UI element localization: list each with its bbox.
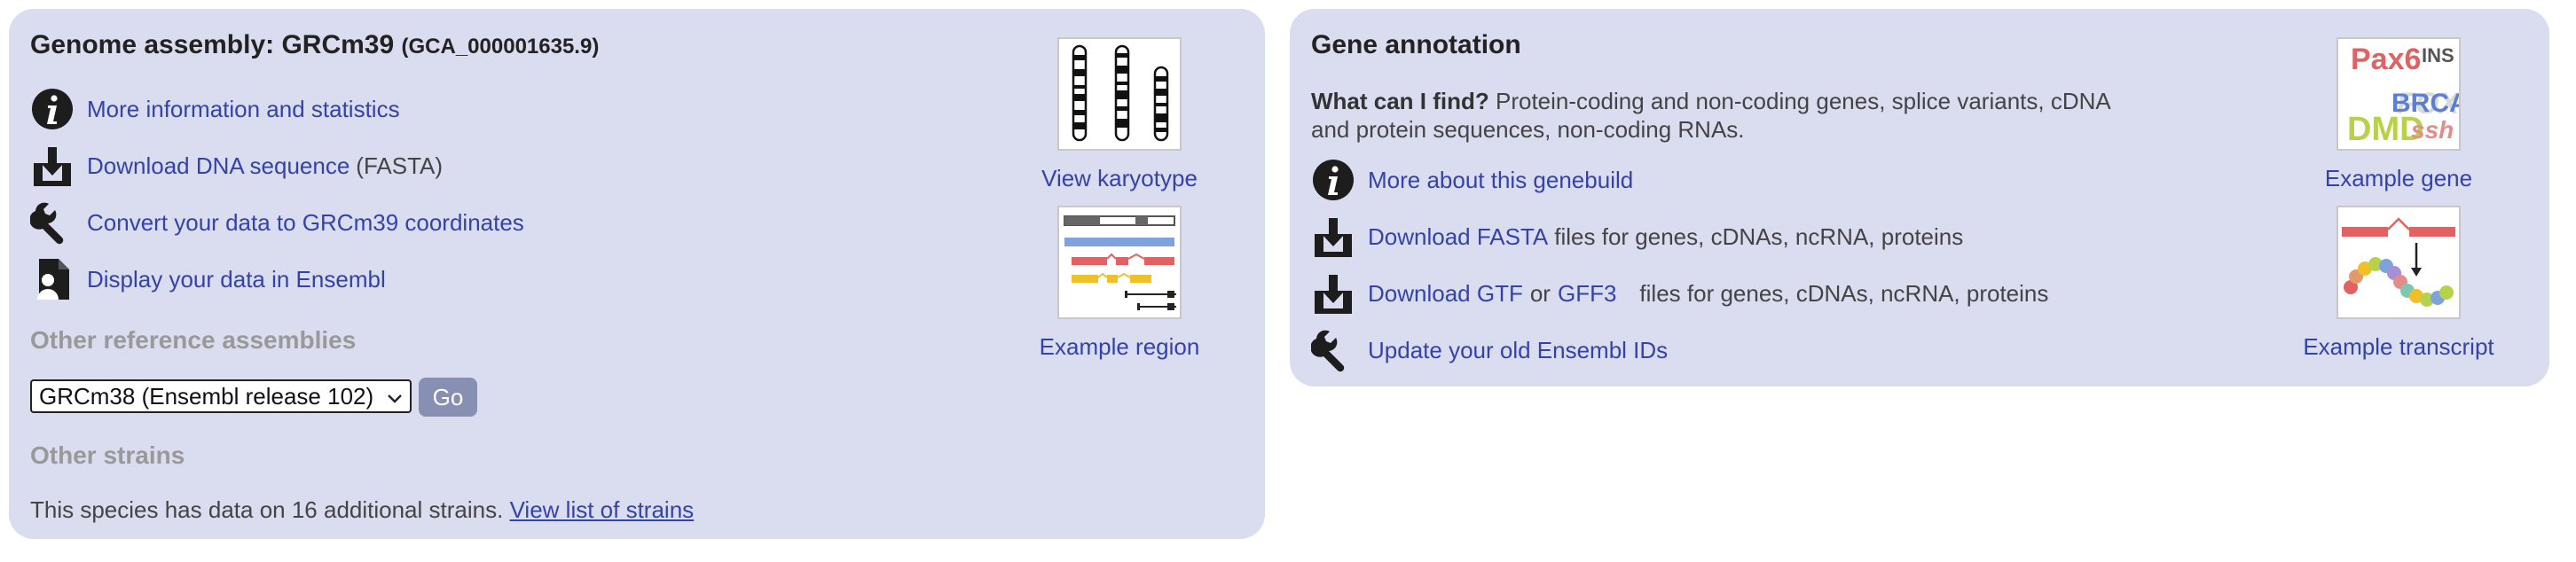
download-dna-link[interactable]: Download DNA sequence bbox=[87, 152, 350, 179]
more-genebuild-row[interactable]: More about this genebuild bbox=[1311, 158, 1633, 202]
more-info-row[interactable]: More information and statistics bbox=[30, 87, 400, 131]
transcript-thumbnail[interactable] bbox=[2336, 206, 2461, 319]
more-info-link[interactable]: More information and statistics bbox=[87, 95, 400, 122]
download-gff3-link[interactable]: GFF3 bbox=[1557, 279, 1617, 307]
download-dna-row[interactable]: Download DNA sequence (FASTA) bbox=[30, 144, 443, 188]
download-fasta-link[interactable]: Download FASTA bbox=[1368, 222, 1549, 250]
annotation-title: Gene annotation bbox=[1311, 30, 1521, 59]
download-gtf-row[interactable]: Download GTF or GFF3 files for genes, cD… bbox=[1311, 271, 2048, 316]
genome-assembly-panel: Genome assembly: GRCm39 (GCA_000001635.9… bbox=[9, 9, 1265, 539]
karyotype-caption[interactable]: View karyotype bbox=[1041, 165, 1198, 191]
gene-annotation-panel: Gene annotation What can I find? Protein… bbox=[1290, 9, 2549, 386]
assembly-title: Genome assembly: GRCm39 (GCA_000001635.9… bbox=[30, 30, 599, 60]
download-icon bbox=[1311, 215, 1355, 259]
gene-word-brca2: BRCA2 bbox=[2391, 89, 2459, 118]
or-text: or bbox=[1529, 279, 1551, 307]
other-strains-heading: Other strains bbox=[30, 441, 185, 469]
what-can-i-find: What can I find? Protein-coding and non-… bbox=[1311, 87, 2154, 144]
convert-coordinates-link[interactable]: Convert your data to GRCm39 coordinates bbox=[87, 208, 524, 236]
transcript-caption[interactable]: Example transcript bbox=[2303, 333, 2494, 360]
strains-description: This species has data on 16 additional s… bbox=[30, 496, 504, 523]
update-ids-link[interactable]: Update your old Ensembl IDs bbox=[1368, 336, 1669, 363]
download-fasta-row[interactable]: Download FASTA files for genes, cDNAs, n… bbox=[1311, 215, 1963, 259]
display-data-row[interactable]: Display your data in Ensembl bbox=[30, 257, 386, 301]
region-thumbnail[interactable] bbox=[1057, 206, 1182, 319]
user-document-icon bbox=[30, 257, 75, 301]
gene-word-dmd: DMD bbox=[2347, 111, 2424, 148]
go-button[interactable]: Go bbox=[419, 378, 477, 417]
download-icon bbox=[1311, 271, 1355, 316]
other-reference-heading: Other reference assemblies bbox=[30, 326, 357, 354]
download-dna-format: (FASTA) bbox=[356, 152, 444, 179]
gene-word-ssh: ssh bbox=[2411, 116, 2454, 144]
assembly-title-text: Genome assembly: GRCm39 bbox=[30, 30, 395, 59]
karyotype-thumbnail[interactable] bbox=[1057, 37, 1182, 151]
region-caption[interactable]: Example region bbox=[1039, 333, 1200, 360]
update-ids-row[interactable]: Update your old Ensembl IDs bbox=[1311, 328, 1668, 372]
assembly-accession: (GCA_000001635.9) bbox=[401, 35, 600, 59]
download-gtf-suffix: files for genes, cDNAs, ncRNA, proteins bbox=[1639, 279, 2049, 307]
what-text: Protein-coding and non-coding genes, spl… bbox=[1311, 88, 2110, 143]
download-fasta-suffix: files for genes, cDNAs, ncRNA, proteins bbox=[1554, 222, 1964, 250]
assembly-select[interactable]: GRCm38 (Ensembl release 102) bbox=[30, 379, 412, 413]
gene-thumbnail[interactable]: FOXP2 Pax6 INS BRCA2 DMD ssh bbox=[2336, 37, 2461, 151]
wrench-icon bbox=[30, 200, 75, 245]
gene-word-pax6: Pax6 bbox=[2351, 43, 2421, 76]
what-label: What can I find? bbox=[1311, 88, 1489, 114]
view-strains-link[interactable]: View list of strains bbox=[509, 496, 695, 523]
download-icon bbox=[30, 144, 75, 188]
gene-word-ins: INS bbox=[2422, 44, 2454, 66]
gene-word-foxp2: FOXP2 bbox=[2397, 87, 2459, 121]
assembly-select-value: GRCm38 (Ensembl release 102) bbox=[39, 382, 374, 410]
convert-row[interactable]: Convert your data to GRCm39 coordinates bbox=[30, 200, 524, 245]
chevron-down-icon bbox=[385, 386, 404, 406]
gene-caption[interactable]: Example gene bbox=[2324, 165, 2473, 191]
display-data-link[interactable]: Display your data in Ensembl bbox=[87, 265, 386, 293]
more-genebuild-link[interactable]: More about this genebuild bbox=[1368, 166, 1634, 193]
strains-text: This species has data on 16 additional s… bbox=[30, 496, 694, 524]
info-icon bbox=[1311, 158, 1355, 202]
wrench-icon bbox=[1311, 328, 1355, 372]
info-icon bbox=[30, 87, 75, 131]
download-gtf-link[interactable]: Download GTF bbox=[1368, 279, 1523, 307]
